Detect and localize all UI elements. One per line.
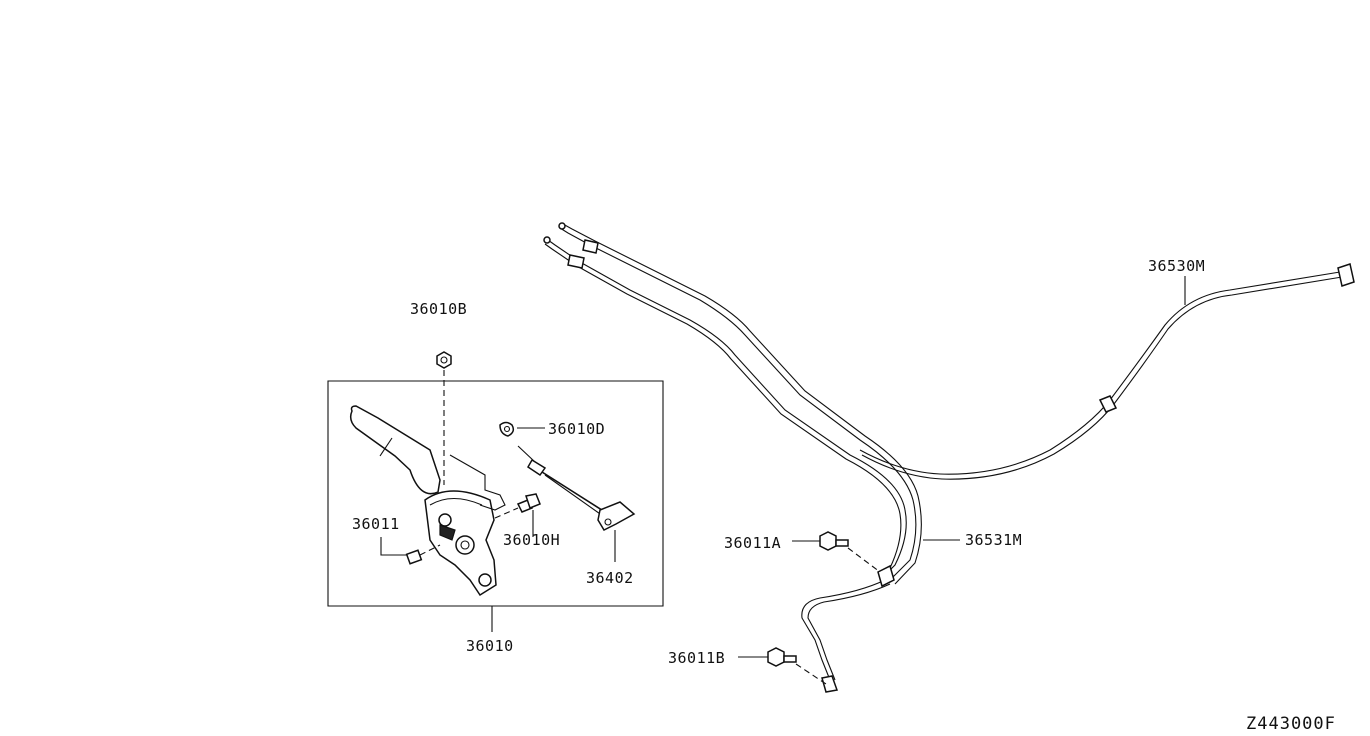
assembly-box <box>327 380 664 607</box>
label-36402: 36402 <box>586 569 634 587</box>
rear-cable-36530m[interactable] <box>859 263 1355 480</box>
label-36531m: 36531M <box>965 531 1022 549</box>
nut-36010b[interactable] <box>436 351 452 470</box>
clip-36010d[interactable] <box>499 421 545 437</box>
label-36530m: 36530M <box>1148 257 1205 275</box>
diagram-code: Z443000F <box>1246 714 1336 734</box>
label-36011: 36011 <box>352 515 400 533</box>
label-36010h: 36010H <box>503 531 560 549</box>
label-36011b: 36011B <box>668 649 725 667</box>
label-36010b: 36010B <box>410 300 467 318</box>
parking-brake-lever[interactable] <box>349 405 506 597</box>
label-36010: 36010 <box>466 637 514 655</box>
front-cable-36531m[interactable] <box>543 222 960 693</box>
cable-adjuster-36402[interactable] <box>517 445 636 562</box>
bolt-36011b[interactable] <box>738 647 827 685</box>
bolt-36010h[interactable] <box>494 493 541 537</box>
label-36010d: 36010D <box>548 420 605 438</box>
bolt-36011a[interactable] <box>792 531 881 573</box>
bolt-36011[interactable] <box>380 537 441 565</box>
label-36011a: 36011A <box>724 534 781 552</box>
